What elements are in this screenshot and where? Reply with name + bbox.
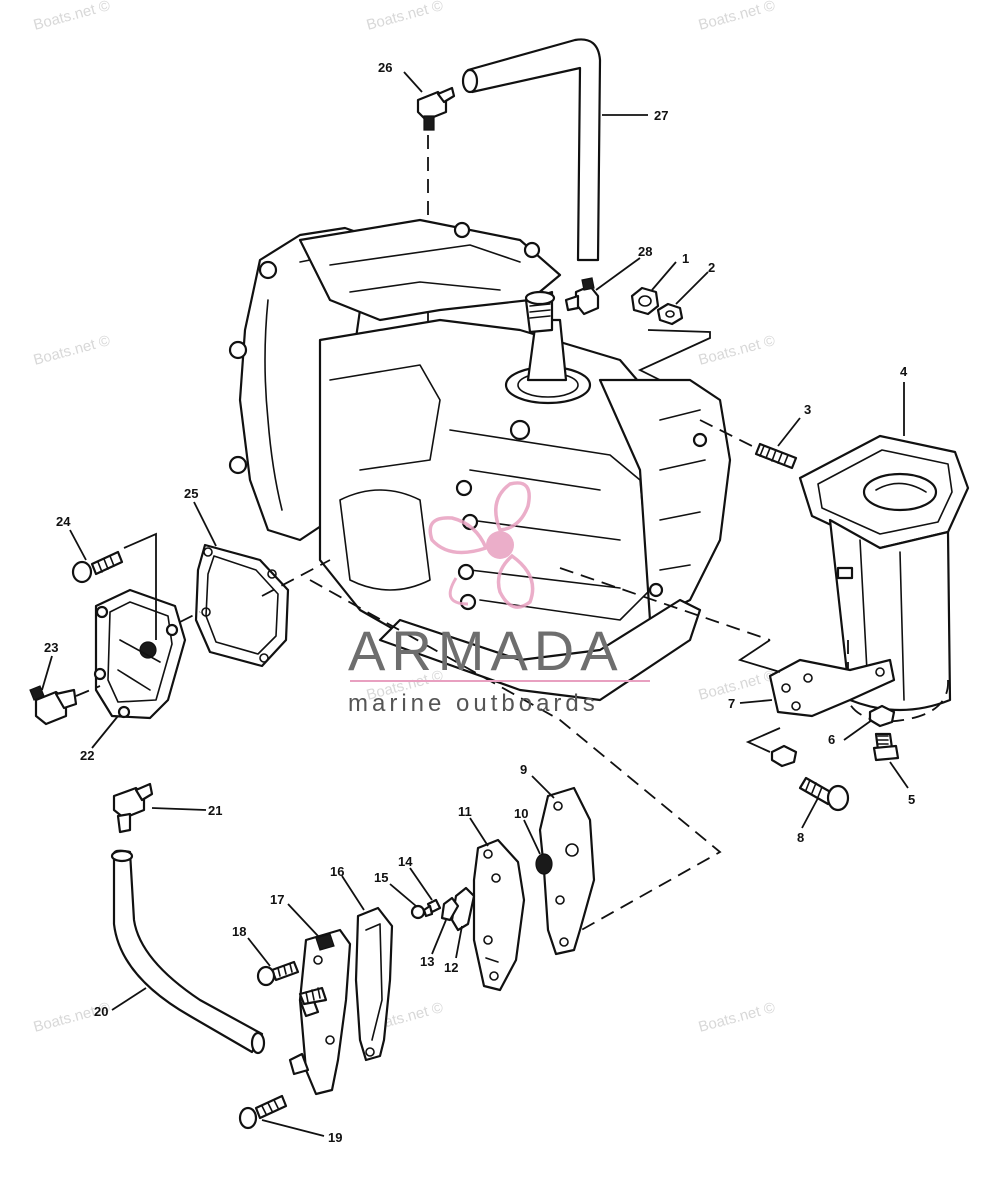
bolt-5 — [872, 732, 900, 762]
callout-8: 8 — [797, 830, 804, 845]
adapter-4 — [798, 434, 970, 712]
callout-1: 1 — [682, 251, 689, 266]
callout-6: 6 — [828, 732, 835, 747]
callout-25: 25 — [184, 486, 198, 501]
hose-27 — [461, 38, 602, 262]
nut-1 — [630, 286, 660, 316]
callout-labels: 1 2 3 4 5 6 7 8 9 10 11 12 13 14 15 16 1… — [44, 60, 915, 1145]
assembly-bracket-line — [123, 532, 157, 640]
cover-22 — [93, 588, 187, 720]
spring-12 — [450, 886, 476, 932]
site-watermark: Boats.net © — [697, 999, 777, 1036]
callout-27: 27 — [654, 108, 668, 123]
site-watermark: Boats.net © — [32, 332, 112, 369]
elbow-fitting-26 — [416, 86, 456, 131]
callout-20: 20 — [94, 1004, 108, 1019]
callout-21: 21 — [208, 803, 222, 818]
callout-12: 12 — [444, 960, 458, 975]
fitting-28 — [564, 277, 600, 316]
brand-name: ARMADA — [348, 619, 624, 682]
cylinder-block — [228, 218, 732, 702]
site-watermark: Boats.net © — [365, 0, 445, 34]
callout-26: 26 — [378, 60, 392, 75]
assembly-bracket-line — [637, 329, 711, 381]
assembly-bracket-line — [737, 639, 781, 673]
callout-19: 19 — [328, 1130, 342, 1145]
propeller-logo-icon — [428, 481, 535, 609]
site-watermark: Boats.net © — [697, 0, 777, 34]
callout-18: 18 — [232, 924, 246, 939]
screen-10 — [535, 853, 553, 875]
assembly-bracket-line — [745, 727, 781, 753]
reed-13 — [440, 896, 460, 922]
bracket-7 — [768, 658, 896, 718]
leader-lines — [41, 71, 909, 1137]
callout-4: 4 — [900, 364, 908, 379]
assembly-line — [309, 579, 722, 943]
callout-14: 14 — [398, 854, 413, 869]
site-watermark: Boats.net © — [32, 0, 112, 34]
callout-3: 3 — [804, 402, 811, 417]
callout-11: 11 — [458, 804, 472, 819]
assembly-line — [261, 559, 331, 597]
bolt-8 — [798, 776, 850, 812]
plate-16 — [354, 906, 394, 1062]
stud-3 — [754, 442, 798, 470]
assembly-line — [699, 419, 757, 449]
screw-14-15 — [410, 898, 442, 920]
washer-6 — [770, 704, 896, 768]
callout-2: 2 — [708, 260, 715, 275]
gasket-25 — [194, 543, 290, 668]
hose-20 — [110, 849, 266, 1055]
plate-17 — [288, 928, 352, 1096]
fitting-23 — [29, 685, 78, 726]
assembly-line — [179, 611, 201, 623]
screw-18 — [256, 960, 300, 987]
callout-28: 28 — [638, 244, 652, 259]
stud-18b — [298, 986, 328, 1006]
callout-10: 10 — [514, 806, 528, 821]
site-watermark: Boats.net © — [697, 667, 777, 704]
bolt-24 — [71, 550, 124, 584]
plate-11 — [472, 838, 526, 992]
armada-logo: ARMADA marine outboards — [348, 481, 650, 717]
brand-tagline: marine outboards — [348, 690, 599, 717]
assembly-line — [559, 567, 771, 641]
callout-24: 24 — [56, 514, 71, 529]
assembly-line — [75, 685, 101, 697]
callout-13: 13 — [420, 954, 434, 969]
screw-19 — [238, 1094, 288, 1130]
callout-7: 7 — [728, 696, 735, 711]
callout-5: 5 — [908, 792, 915, 807]
callout-17: 17 — [270, 892, 284, 907]
callout-22: 22 — [80, 748, 94, 763]
callout-16: 16 — [330, 864, 344, 879]
callout-23: 23 — [44, 640, 58, 655]
callout-9: 9 — [520, 762, 527, 777]
washer-2 — [656, 302, 684, 326]
callout-15: 15 — [374, 870, 388, 885]
elbow-fitting-21 — [112, 782, 154, 834]
